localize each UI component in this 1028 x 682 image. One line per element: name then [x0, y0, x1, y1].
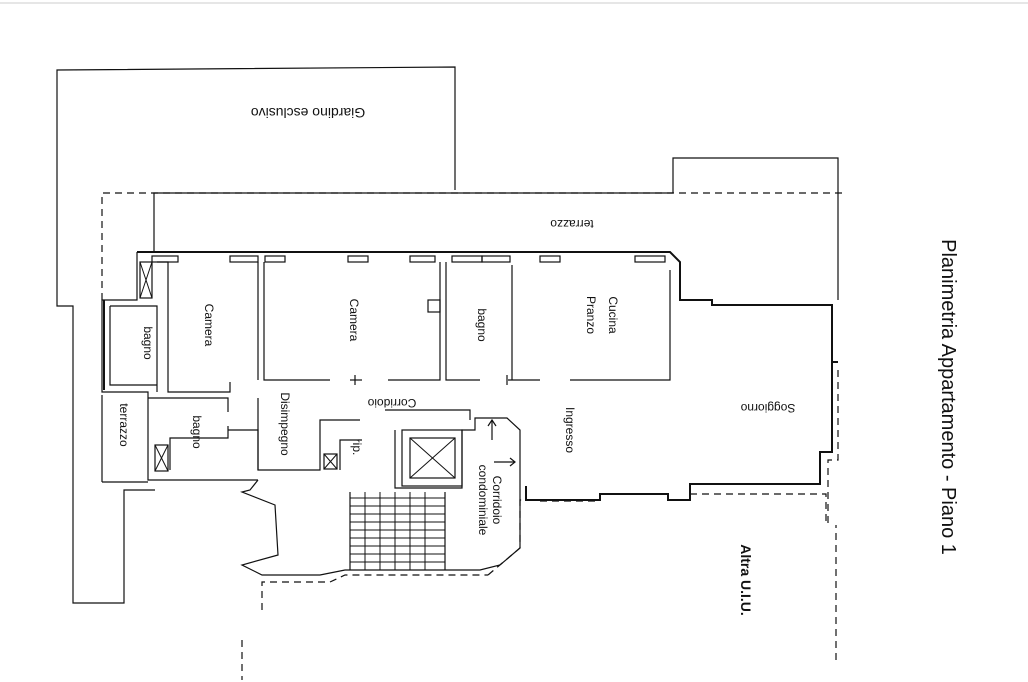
terrace-top: [153, 157, 839, 300]
label-cucina: Cucina: [606, 296, 620, 334]
interior-walls: [148, 255, 671, 471]
label-ingresso: Ingresso: [563, 407, 577, 453]
garden-outline: [56, 66, 456, 604]
shafts: [139, 261, 338, 472]
property-boundary: [101, 192, 843, 680]
label-corridoio: Corridoio: [367, 396, 416, 410]
plan-title: Planimetria Appartamento - Piano 1: [937, 239, 959, 555]
label-rip: rip.: [350, 439, 364, 456]
label-altra-uiu: Altra U.I.U.: [738, 544, 754, 616]
apartment-walls: [101, 251, 838, 501]
label-soggiorno: Soggiorno: [740, 401, 795, 415]
label-bagno-1: bagno: [141, 326, 155, 360]
label-camera-2: Camera: [347, 299, 361, 342]
label-pranzo: Pranzo: [584, 296, 598, 334]
label-corridoio-cond: Corridoio: [490, 476, 504, 525]
label-camera-1: Camera: [202, 304, 216, 347]
label-bagno-2: bagno: [475, 308, 489, 342]
label-disimpegno: Disimpegno: [278, 392, 292, 456]
labels: Giardino esclusivo terrazzo Camera Camer…: [117, 105, 959, 616]
label-giardino: Giardino esclusivo: [251, 105, 366, 121]
label-condominiale: condominiale: [476, 465, 490, 536]
label-bagno-3: bagno: [190, 415, 204, 449]
stairwell: [240, 417, 521, 576]
label-terrazzo-left: terrazzo: [117, 403, 131, 447]
label-terrazzo-top: terrazzo: [550, 217, 594, 231]
